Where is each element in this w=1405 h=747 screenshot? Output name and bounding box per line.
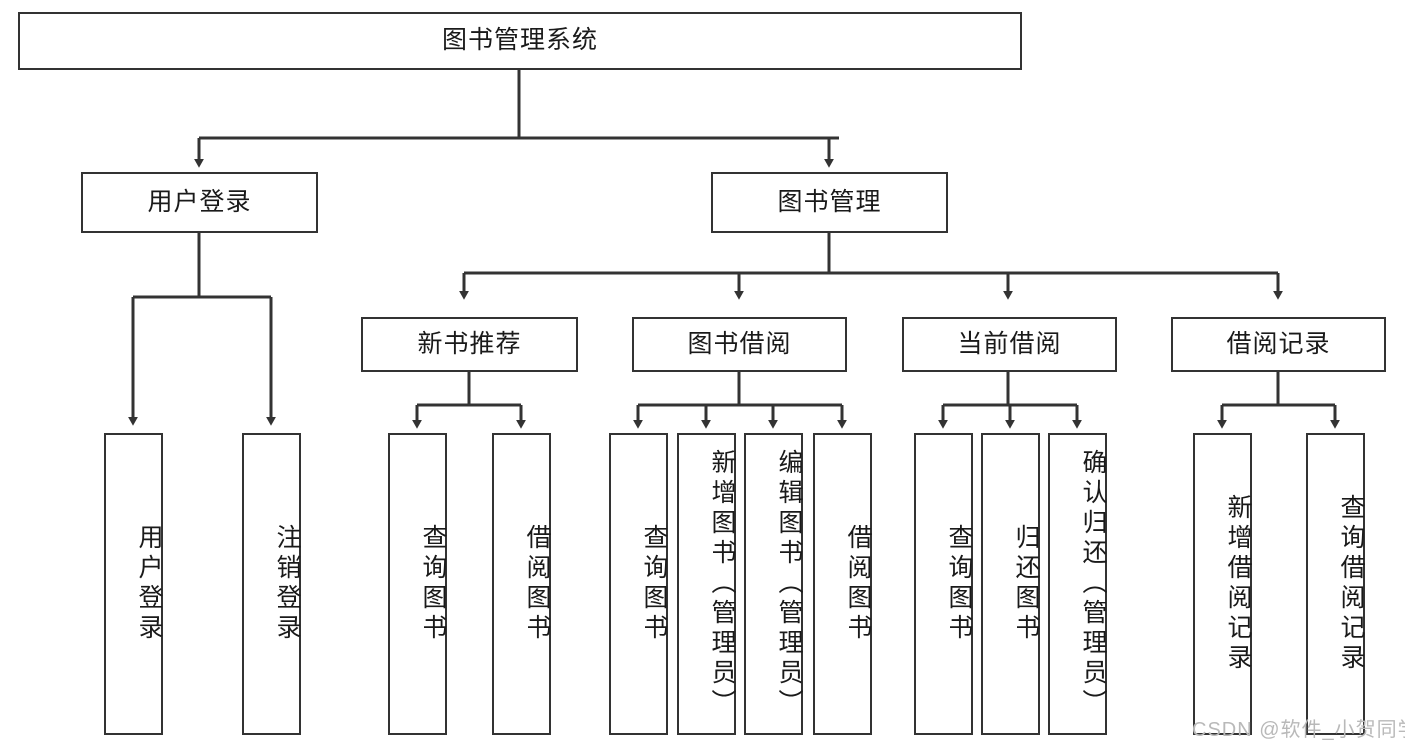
node-leaf-return-book-label: 归还图书 [1012, 524, 1040, 644]
node-leaf-query-book-2[interactable]: 查询图书 [609, 433, 668, 735]
node-leaf-borrow-book-2[interactable]: 借阅图书 [813, 433, 872, 735]
node-user-login[interactable]: 用户登录 [81, 172, 318, 233]
node-root[interactable]: 图书管理系统 [18, 12, 1022, 70]
node-book-borrow-label: 图书借阅 [687, 329, 792, 358]
csdn-watermark: CSDN @软件_小贺同学 [1192, 719, 1405, 741]
node-book-manage-label: 图书管理 [777, 187, 882, 216]
node-leaf-query-book-2-label: 查询图书 [640, 524, 668, 644]
node-leaf-add-record-label: 新增借阅记录 [1224, 494, 1252, 674]
node-leaf-user-login[interactable]: 用户登录 [104, 433, 163, 735]
node-book-manage[interactable]: 图书管理 [711, 172, 948, 233]
node-leaf-query-book-3[interactable]: 查询图书 [914, 433, 973, 735]
node-borrow-record[interactable]: 借阅记录 [1171, 317, 1386, 372]
node-leaf-borrow-book-1-label: 借阅图书 [523, 524, 551, 644]
node-leaf-logout-login-label: 注销登录 [273, 524, 301, 644]
node-leaf-add-record[interactable]: 新增借阅记录 [1193, 433, 1252, 735]
node-leaf-query-record[interactable]: 查询借阅记录 [1306, 433, 1365, 735]
node-leaf-edit-book[interactable]: 编辑图书（管理员） [744, 433, 803, 735]
node-leaf-add-book[interactable]: 新增图书（管理员） [677, 433, 736, 735]
node-leaf-query-book-3-label: 查询图书 [945, 524, 973, 644]
node-new-book-recommend[interactable]: 新书推荐 [361, 317, 578, 372]
node-leaf-confirm-return[interactable]: 确认归还（管理员） [1048, 433, 1107, 735]
node-leaf-query-book-1-label: 查询图书 [419, 524, 447, 644]
node-current-borrow-label: 当前借阅 [957, 329, 1062, 358]
node-new-book-recommend-label: 新书推荐 [417, 329, 522, 358]
node-current-borrow[interactable]: 当前借阅 [902, 317, 1117, 372]
node-book-borrow[interactable]: 图书借阅 [632, 317, 847, 372]
node-borrow-record-label: 借阅记录 [1226, 329, 1331, 358]
node-leaf-borrow-book-2-label: 借阅图书 [844, 524, 872, 644]
node-leaf-add-book-label: 新增图书（管理员） [708, 449, 736, 719]
node-leaf-query-book-1[interactable]: 查询图书 [388, 433, 447, 735]
node-leaf-user-login-label: 用户登录 [135, 524, 163, 644]
node-leaf-borrow-book-1[interactable]: 借阅图书 [492, 433, 551, 735]
node-leaf-return-book[interactable]: 归还图书 [981, 433, 1040, 735]
node-leaf-query-record-label: 查询借阅记录 [1337, 494, 1365, 674]
node-leaf-logout-login[interactable]: 注销登录 [242, 433, 301, 735]
node-leaf-edit-book-label: 编辑图书（管理员） [775, 449, 803, 719]
node-leaf-confirm-return-label: 确认归还（管理员） [1079, 449, 1107, 719]
node-user-login-label: 用户登录 [147, 187, 252, 216]
node-root-label: 图书管理系统 [441, 26, 598, 55]
